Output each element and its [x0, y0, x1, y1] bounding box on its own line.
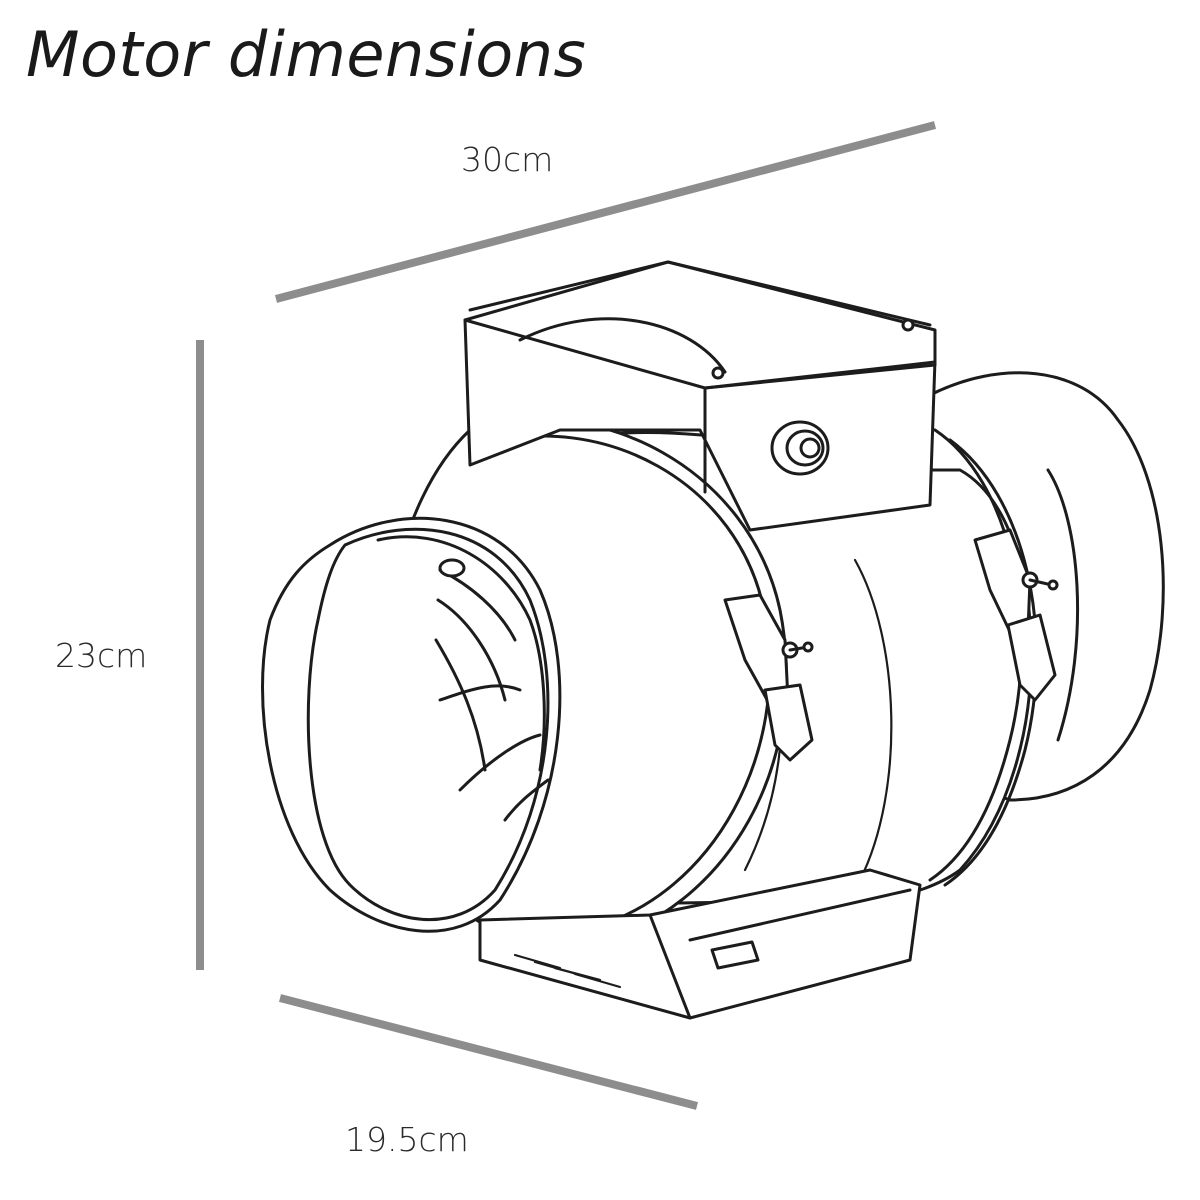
rear-clamp: [973, 528, 1059, 702]
width-label: 19.5cm: [345, 1120, 469, 1159]
length-dimension-line: [274, 121, 937, 303]
length-label: 30cm: [461, 140, 554, 179]
terminal-box: [463, 260, 937, 532]
mounting-base: [478, 868, 922, 1020]
diagram-title: Motor dimensions: [26, 18, 587, 91]
front-clamp: [723, 593, 814, 762]
impeller-icon: [434, 558, 550, 822]
duct-fan-drawing: [261, 260, 1165, 1020]
height-label: 23cm: [55, 636, 148, 675]
front-collar: [261, 516, 562, 933]
width-dimension-line: [278, 994, 699, 1110]
cable-gland-icon: [770, 420, 830, 476]
